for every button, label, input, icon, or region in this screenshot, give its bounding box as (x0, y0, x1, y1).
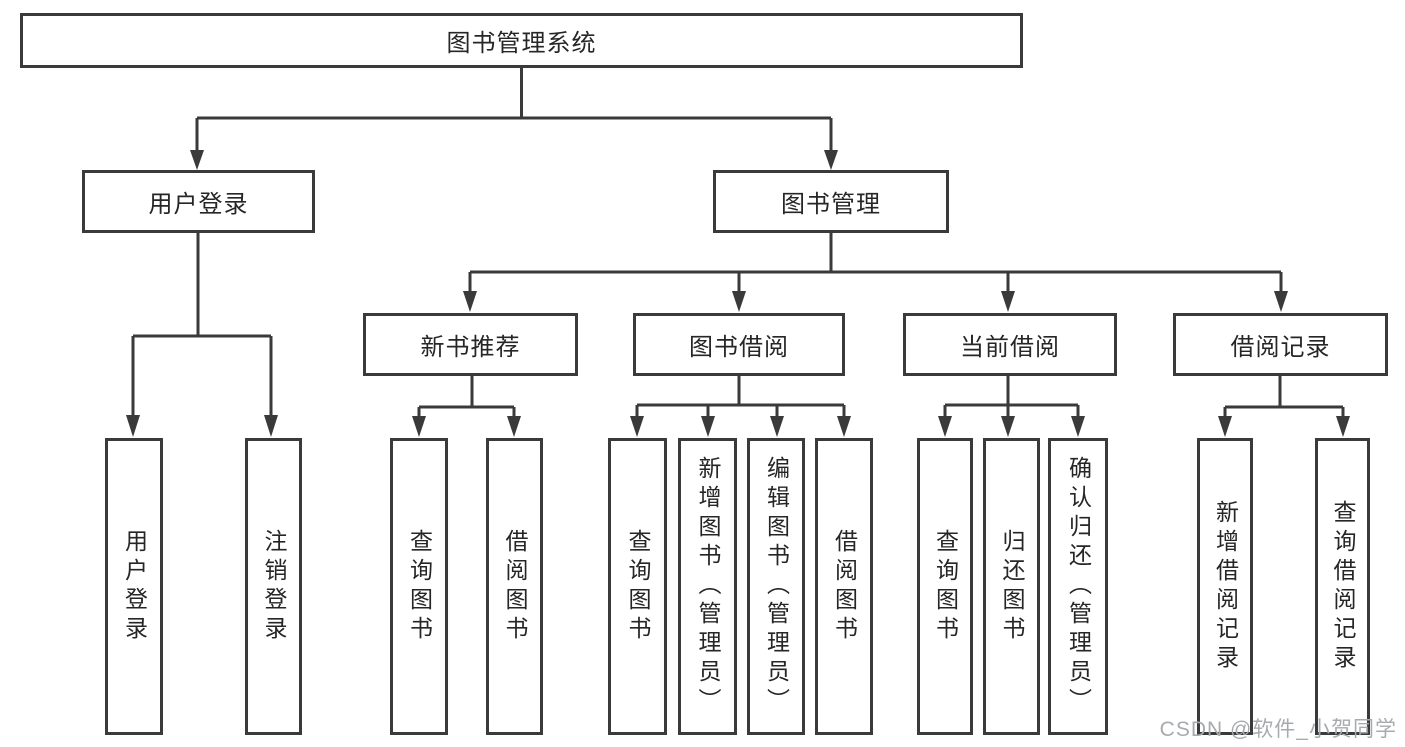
leaf-confirm-return-admin: 确认归还（管理员） (1048, 438, 1108, 735)
arrowhead-icon (770, 416, 784, 437)
leaf-logout: 注销登录 (245, 438, 302, 735)
leaf-return-book: 归还图书 (983, 438, 1040, 735)
node-current-borrow: 当前借阅 (903, 313, 1117, 376)
node-label: 新书推荐 (420, 334, 521, 361)
node-label: 图书借阅 (689, 334, 789, 361)
arrowhead-icon (1274, 291, 1288, 312)
arrowhead-icon (264, 415, 278, 437)
node-label: 归还图书 (999, 528, 1025, 645)
arrowhead-icon (701, 416, 715, 437)
arrowhead-icon (412, 416, 426, 437)
arrowhead-icon (1336, 416, 1350, 437)
node-label: 注销登录 (261, 528, 287, 645)
arrowhead-icon (1001, 416, 1015, 437)
node-label: 查询图书 (625, 528, 651, 645)
leaf-borrow-book-recommend: 借阅图书 (486, 438, 543, 735)
arrowhead-icon (837, 416, 851, 437)
connector-borrow-record-branch (1218, 376, 1350, 437)
node-label: 编辑图书（管理员） (763, 456, 790, 717)
arrowhead-icon (190, 150, 204, 170)
node-label: 查询图书 (406, 528, 433, 645)
node-label: 借阅图书 (502, 528, 528, 645)
connector-book-borrow-branch (630, 376, 851, 437)
node-label: 查询借阅记录 (1330, 499, 1356, 674)
leaf-query-book-current: 查询图书 (917, 438, 973, 735)
connector-new-book-branch (412, 376, 521, 437)
node-label: 用户登录 (148, 191, 249, 218)
node-new-book-recommend: 新书推荐 (363, 313, 578, 376)
leaf-query-book-recommend: 查询图书 (390, 438, 448, 735)
leaf-query-book-borrow: 查询图书 (608, 438, 667, 735)
node-label: 新增图书（管理员） (695, 456, 721, 717)
leaf-add-borrow-record: 新增借阅记录 (1197, 438, 1253, 735)
leaf-add-book-admin: 新增图书（管理员） (678, 438, 737, 735)
arrowhead-icon (630, 416, 644, 437)
node-label: 用户登录 (121, 528, 148, 645)
leaf-borrow-book: 借阅图书 (815, 438, 873, 735)
arrowhead-icon (938, 416, 952, 437)
leaf-query-borrow-record: 查询借阅记录 (1315, 438, 1370, 735)
node-label: 当前借阅 (960, 334, 1060, 361)
node-label: 借阅记录 (1230, 334, 1331, 361)
arrowhead-icon (1071, 416, 1085, 437)
node-book-management: 图书管理 (713, 170, 949, 233)
node-user-login: 用户登录 (82, 170, 315, 233)
leaf-user-login: 用户登录 (105, 438, 163, 735)
node-label: 借阅图书 (831, 528, 858, 645)
connector-user-login-branch (126, 233, 278, 437)
arrowhead-icon (507, 416, 521, 437)
arrowhead-icon (824, 150, 838, 170)
node-label: 新增借阅记录 (1212, 499, 1239, 674)
csdn-watermark: CSDN @软件_小贺同学 (1159, 718, 1397, 741)
node-label: 确认归还（管理员） (1065, 456, 1092, 717)
arrowhead-icon (1218, 416, 1232, 437)
arrowhead-icon (1001, 291, 1015, 312)
node-label: 图书管理 (781, 191, 881, 218)
connector-root-branch (190, 68, 838, 170)
arrowhead-icon (732, 291, 746, 312)
node-label: 查询图书 (932, 528, 959, 645)
arrowhead-icon (126, 415, 140, 437)
connector-current-borrow-branch (938, 376, 1085, 437)
node-book-borrow: 图书借阅 (633, 313, 845, 376)
connector-book-management-branch (463, 233, 1288, 312)
leaf-edit-book-admin: 编辑图书（管理员） (747, 438, 805, 735)
node-borrow-record: 借阅记录 (1173, 313, 1388, 376)
node-label: 图书管理系统 (446, 30, 597, 57)
node-root: 图书管理系统 (20, 13, 1023, 68)
arrowhead-icon (463, 291, 477, 312)
